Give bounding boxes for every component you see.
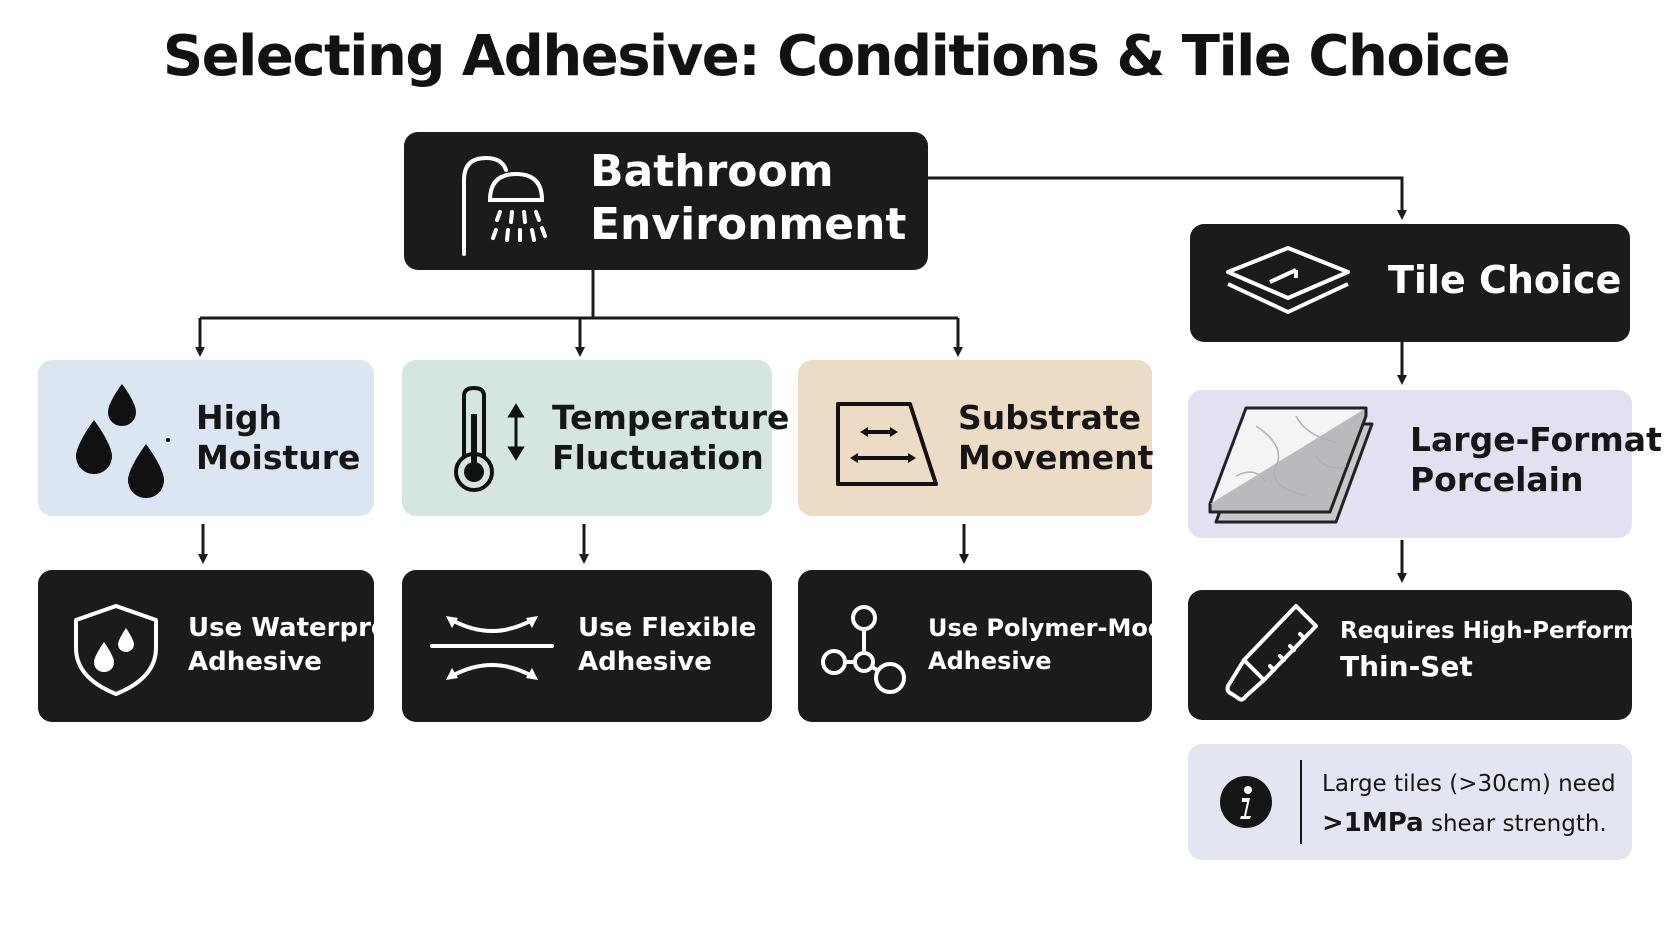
solution-label-waterproof-line1: Use Waterproof [188,613,418,643]
tile-type-large-format-porcelain: Large-Format Porcelain [1188,390,1662,538]
thinset-label: Requires High-Performance Thin-Set [1340,618,1672,683]
thinset-line2: Thin-Set [1340,649,1473,683]
info-rest: shear strength. [1423,810,1607,837]
molecule-icon [818,604,918,696]
condition-label-temperature-line1: Temperature [552,398,790,437]
condition-label-moisture: High Moisture [196,398,360,477]
tile-choice-label: Tile Choice [1388,258,1622,302]
solution-label-flexible: Use Flexible Adhesive [578,612,756,680]
solution-label-flexible-line1: Use Flexible [578,613,757,643]
tile-type-line2: Porcelain [1410,459,1584,499]
tile-type-label: Large-Format Porcelain [1410,420,1662,499]
shower-icon [456,144,552,256]
flex-arrows-icon [430,612,554,684]
solution-high-performance-thinset: Requires High-Performance Thin-Set [1188,590,1672,720]
condition-temperature-fluctuation: Temperature Fluctuation [402,360,789,516]
solution-label-waterproof-line2: Adhesive [188,646,322,677]
condition-label-temperature-line2: Fluctuation [552,437,764,477]
info-text: Large tiles (>30cm) need >1MPa shear str… [1322,766,1616,844]
root-node-bathroom: Bathroom Environment [404,132,928,270]
info-icon [1220,776,1272,828]
solution-label-polymer-line2: Adhesive [928,647,1052,676]
solution-polymer-modified-adhesive: Use Polymer-Modified Adhesive [798,570,1224,722]
solution-label-waterproof: Use Waterproof Adhesive [188,612,418,680]
root-node-line1: Bathroom [590,146,834,197]
info-line1: Large tiles (>30cm) need [1322,771,1616,797]
info-note: Large tiles (>30cm) need >1MPa shear str… [1188,744,1632,860]
thinset-line1: Requires High-Performance [1340,618,1672,644]
solution-label-flexible-line2: Adhesive [578,646,712,677]
tile-layers-icon [1226,246,1350,322]
thermometer-icon [450,385,530,496]
condition-label-substrate: Substrate Movement [958,398,1153,477]
trowel-icon [1224,602,1320,708]
root-node-line2: Environment [590,198,907,250]
solution-label-polymer-line1: Use Polymer-Modified [928,614,1225,642]
page-title: Selecting Adhesive: Conditions & Tile Ch… [162,24,1511,89]
shield-drops-icon [68,602,164,698]
info-divider [1300,760,1302,844]
substrate-movement-icon [836,400,942,490]
info-strong: >1MPa [1322,807,1424,838]
condition-label-temperature: Temperature Fluctuation [552,398,789,477]
porcelain-slab-icon [1206,406,1374,528]
condition-high-moisture: High Moisture [38,360,374,516]
solution-label-polymer: Use Polymer-Modified Adhesive [928,612,1224,678]
root-node-label: Bathroom Environment [590,146,906,252]
solution-flexible-adhesive: Use Flexible Adhesive [402,570,772,722]
condition-substrate-movement: Substrate Movement [798,360,1153,516]
info-line2: >1MPa shear strength. [1322,803,1616,845]
condition-label-moisture-line1: High [196,398,283,437]
tile-choice-node: Tile Choice [1190,224,1630,342]
water-drops-icon [72,380,172,500]
solution-waterproof-adhesive: Use Waterproof Adhesive [38,570,418,722]
tile-type-line1: Large-Format [1410,420,1662,459]
condition-label-substrate-line1: Substrate [958,398,1141,437]
condition-label-moisture-line2: Moisture [196,437,361,477]
condition-label-substrate-line2: Movement [958,437,1154,477]
